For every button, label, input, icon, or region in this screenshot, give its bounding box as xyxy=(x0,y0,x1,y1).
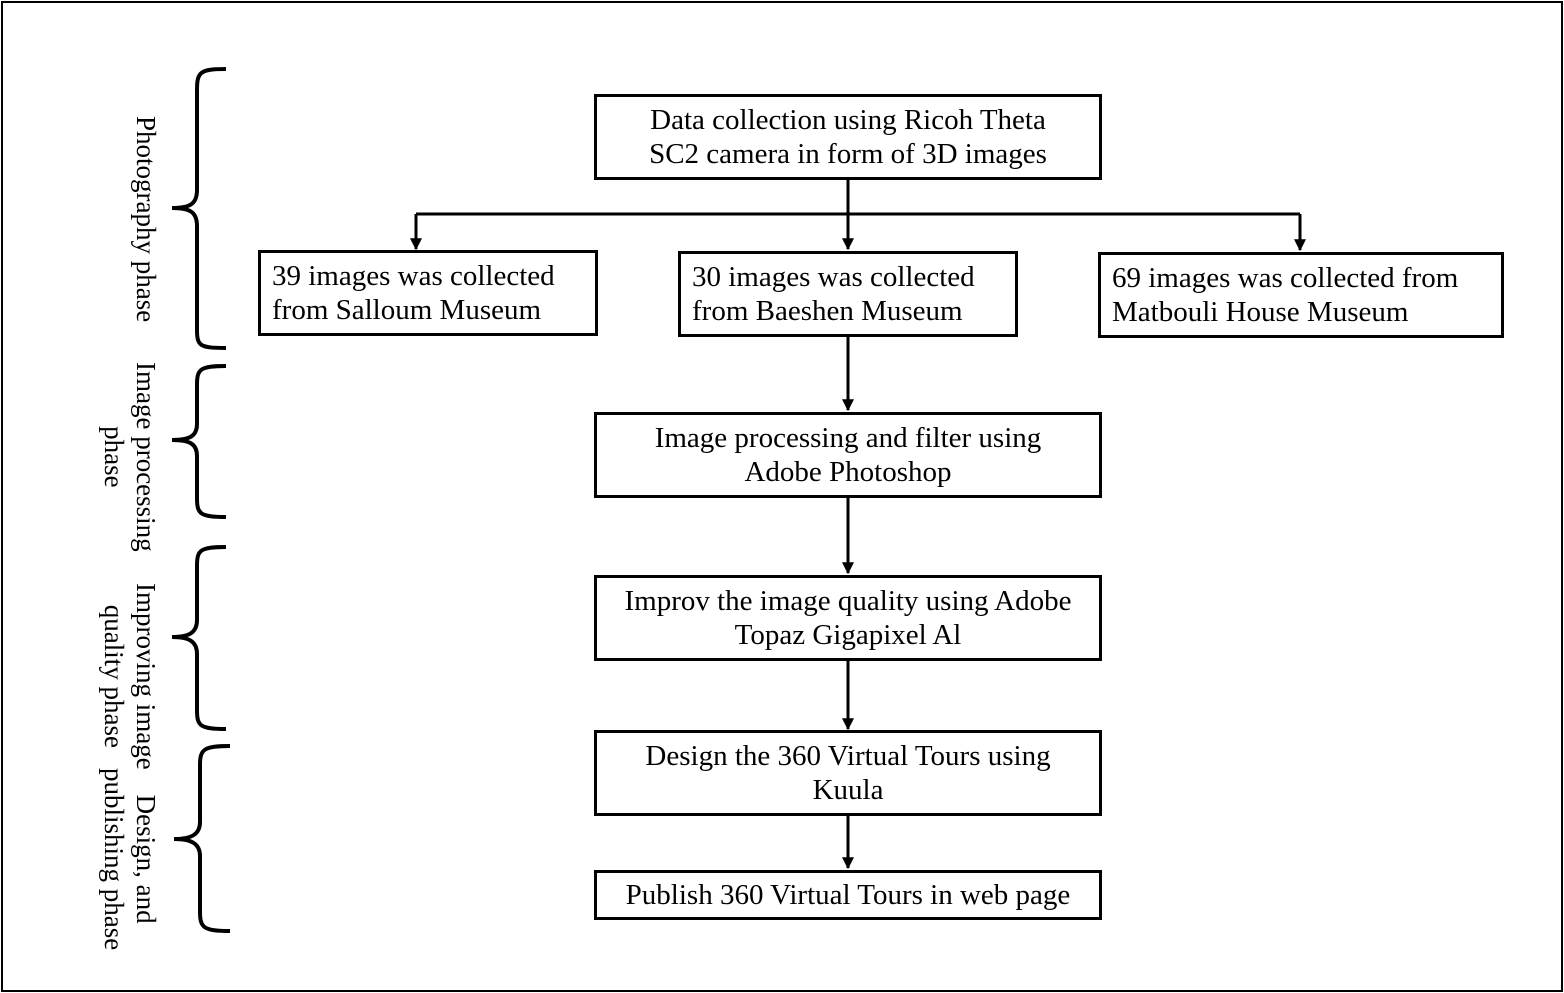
box-line: SC2 camera in form of 3D images xyxy=(649,138,1047,170)
image-processing-box: Image processing and filter using Adobe … xyxy=(594,412,1102,498)
box-line: from Baeshen Museum xyxy=(692,295,963,327)
box-line: 39 images was collected xyxy=(272,260,555,292)
phase-line: Improving image xyxy=(131,583,161,770)
brace-improving xyxy=(171,545,227,731)
box-line: 69 images was collected from xyxy=(1112,262,1459,294)
brace-photography xyxy=(171,67,227,350)
phase-label-improving: Improving image quality phase xyxy=(98,583,162,770)
improve-quality-box: Improv the image quality using Adobe Top… xyxy=(594,575,1102,661)
box-line: Design the 360 Virtual Tours using xyxy=(645,740,1051,772)
box-line: 30 images was collected xyxy=(692,261,975,293)
phase-line: Photography phase xyxy=(131,116,161,323)
box-line: Data collection using Ricoh Theta xyxy=(650,104,1046,136)
box-line: from Salloum Museum xyxy=(272,294,542,326)
baeshen-museum-box: 30 images was collected from Baeshen Mus… xyxy=(678,251,1018,337)
box-line: Topaz Gigapixel Al xyxy=(734,619,962,651)
phase-label-image-processing: Image processing phase xyxy=(98,362,162,552)
salloum-museum-box: 39 images was collected from Salloum Mus… xyxy=(258,250,598,336)
box-line: Adobe Photoshop xyxy=(744,456,952,488)
brace-design-publishing xyxy=(173,744,231,933)
phase-line: quality phase xyxy=(99,604,129,748)
box-line: Matbouli House Museum xyxy=(1112,296,1409,328)
design-tours-box: Design the 360 Virtual Tours using Kuula xyxy=(594,730,1102,816)
phase-line: publishing phase xyxy=(99,768,129,951)
publish-tours-box: Publish 360 Virtual Tours in web page xyxy=(594,870,1102,920)
box-line: Image processing and filter using xyxy=(654,422,1042,454)
phase-label-design-publishing: Design, and publishing phase xyxy=(98,768,162,950)
brace-image-processing xyxy=(171,364,227,519)
box-line: Kuula xyxy=(812,774,884,806)
data-collection-box: Data collection using Ricoh Theta SC2 ca… xyxy=(594,94,1102,180)
box-line: Improv the image quality using Adobe xyxy=(624,585,1072,617)
phase-line: Image processing xyxy=(131,362,161,552)
phase-line: Design, and xyxy=(131,794,161,924)
phase-line: phase xyxy=(99,426,129,488)
phase-label-photography: Photography phase xyxy=(130,116,162,322)
matbouli-museum-box: 69 images was collected from Matbouli Ho… xyxy=(1098,252,1504,338)
box-line: Publish 360 Virtual Tours in web page xyxy=(625,879,1071,911)
